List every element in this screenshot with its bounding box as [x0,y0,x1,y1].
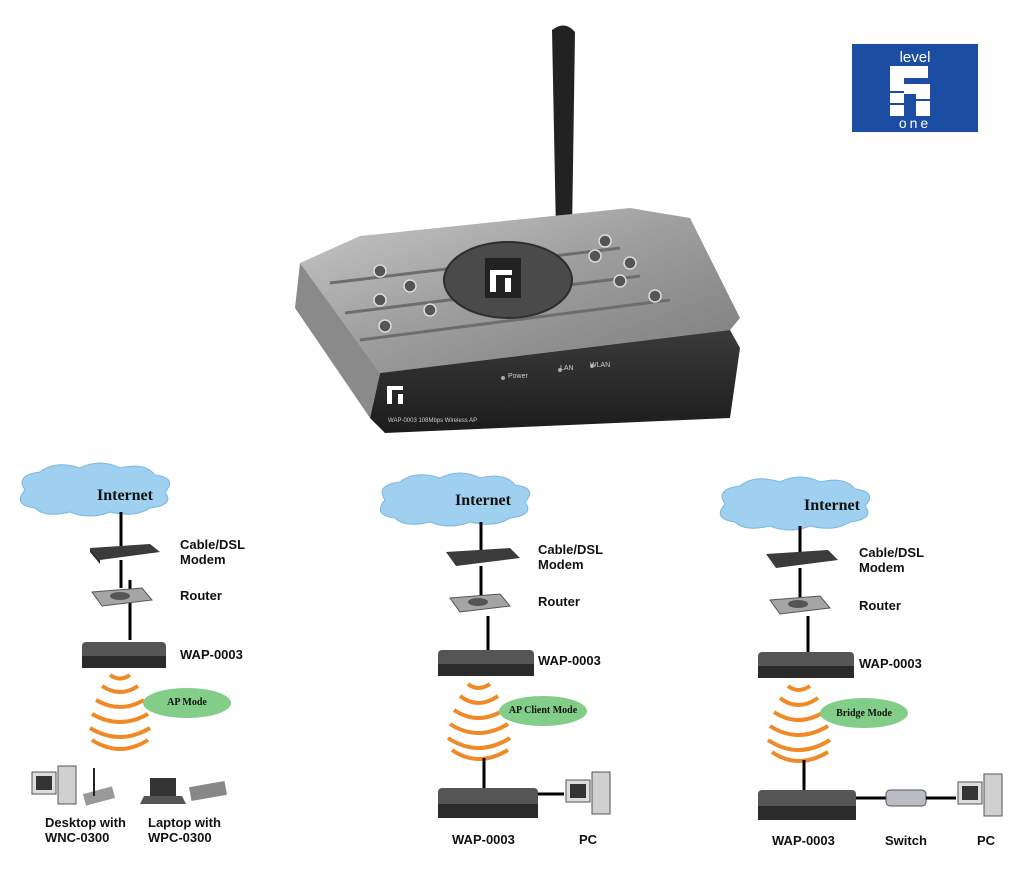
client-label-laptop: Laptop with WPC-0300 [148,815,221,845]
cloud-internet-3: Internet [804,497,860,514]
led-lan-label: LAN [560,365,574,372]
diagram-ap-client-mode [379,472,611,818]
modem-label-3: Cable/DSL Modem [859,545,925,575]
ap-label-2: WAP-0003 [538,653,601,668]
router-label-1: Router [180,588,222,603]
client-label-wap: WAP-0003 [452,832,515,847]
router-label-3: Router [859,598,901,613]
logo-text-bottom: one [899,115,931,131]
modem-label-2: Cable/DSL Modem [538,542,604,572]
model-label: WAP-0003 108Mbps Wireless AP [388,418,477,424]
cloud-internet-1: Internet [97,487,153,504]
client-label-desktop: Desktop with WNC-0300 [45,815,126,845]
led-wlan-label: WLAN [590,362,610,369]
ap-label-1: WAP-0003 [180,647,243,662]
mode-label-bridge: Bridge Mode [836,708,892,719]
diagram-bridge-mode [719,476,1003,820]
client-label-pc-bridge: PC [977,833,996,848]
diagram-ap-mode [19,462,231,806]
cloud-internet-2: Internet [455,492,511,509]
ap-label-3: WAP-0003 [859,656,922,671]
logo-text-top: level [900,49,931,66]
client-label-pc: PC [579,832,598,847]
led-power-label: Power [508,373,529,380]
router-label-2: Router [538,594,580,609]
level-one-logo: level one [852,44,978,132]
wap-0003-product-image: Power LAN WLAN WAP-0003 108Mbps Wireless… [295,25,740,433]
client-label-wap-bridge: WAP-0003 [772,833,835,848]
client-label-switch: Switch [885,833,927,848]
mode-label-ap: AP Mode [167,697,207,708]
modem-label-1: Cable/DSL Modem [180,537,246,567]
mode-label-ap-client: AP Client Mode [508,705,578,716]
